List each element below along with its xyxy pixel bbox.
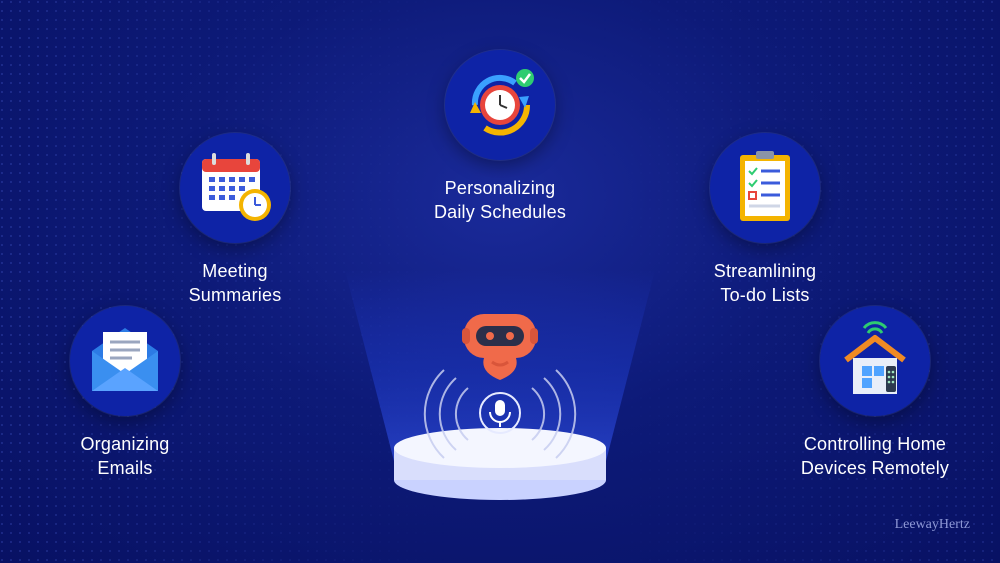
- feature-label-line1: Organizing: [80, 434, 170, 454]
- clock-refresh-icon: [470, 69, 534, 136]
- pedestal: [394, 428, 606, 500]
- center-robot-pedestal: [394, 314, 606, 500]
- checklist-clipboard-icon: [740, 151, 790, 221]
- feature-todo-lists: Streamlining To-do Lists: [665, 133, 865, 307]
- feature-daily-schedules: Personalizing Daily Schedules: [400, 50, 600, 224]
- feature-circle: [820, 306, 930, 416]
- feature-label-line1: Streamlining: [713, 261, 817, 281]
- feature-label-line2: Summaries: [188, 285, 282, 305]
- feature-circle: [445, 50, 555, 160]
- feature-label-line1: Meeting: [202, 261, 268, 281]
- watermark-logo: LeewayHertz: [894, 517, 970, 532]
- feature-label: Streamlining To-do Lists: [665, 259, 865, 307]
- feature-label-line2: Devices Remotely: [800, 458, 950, 478]
- envelope-icon: [92, 328, 158, 391]
- feature-label: Meeting Summaries: [135, 259, 335, 307]
- feature-label-line2: Emails: [97, 458, 153, 478]
- feature-organizing-emails: Organizing Emails: [25, 306, 225, 480]
- feature-label: Organizing Emails: [25, 432, 225, 480]
- smart-home-icon: [844, 321, 906, 394]
- feature-label-line1: Controlling Home: [803, 434, 947, 454]
- sound-waves: [423, 369, 577, 459]
- microphone-icon: [479, 392, 521, 434]
- feature-circle: [710, 133, 820, 243]
- feature-circle: [180, 133, 290, 243]
- calendar-clock-icon: [202, 153, 271, 221]
- feature-circle: [70, 306, 180, 416]
- robot-assistant-icon: [462, 314, 538, 380]
- feature-label-line2: Daily Schedules: [433, 202, 567, 222]
- feature-label: Personalizing Daily Schedules: [400, 176, 600, 224]
- feature-label: Controlling Home Devices Remotely: [775, 432, 975, 480]
- feature-meeting-summaries: Meeting Summaries: [135, 133, 335, 307]
- feature-home-devices: Controlling Home Devices Remotely: [775, 306, 975, 480]
- feature-label-line2: To-do Lists: [720, 285, 810, 305]
- feature-label-line1: Personalizing: [444, 178, 556, 198]
